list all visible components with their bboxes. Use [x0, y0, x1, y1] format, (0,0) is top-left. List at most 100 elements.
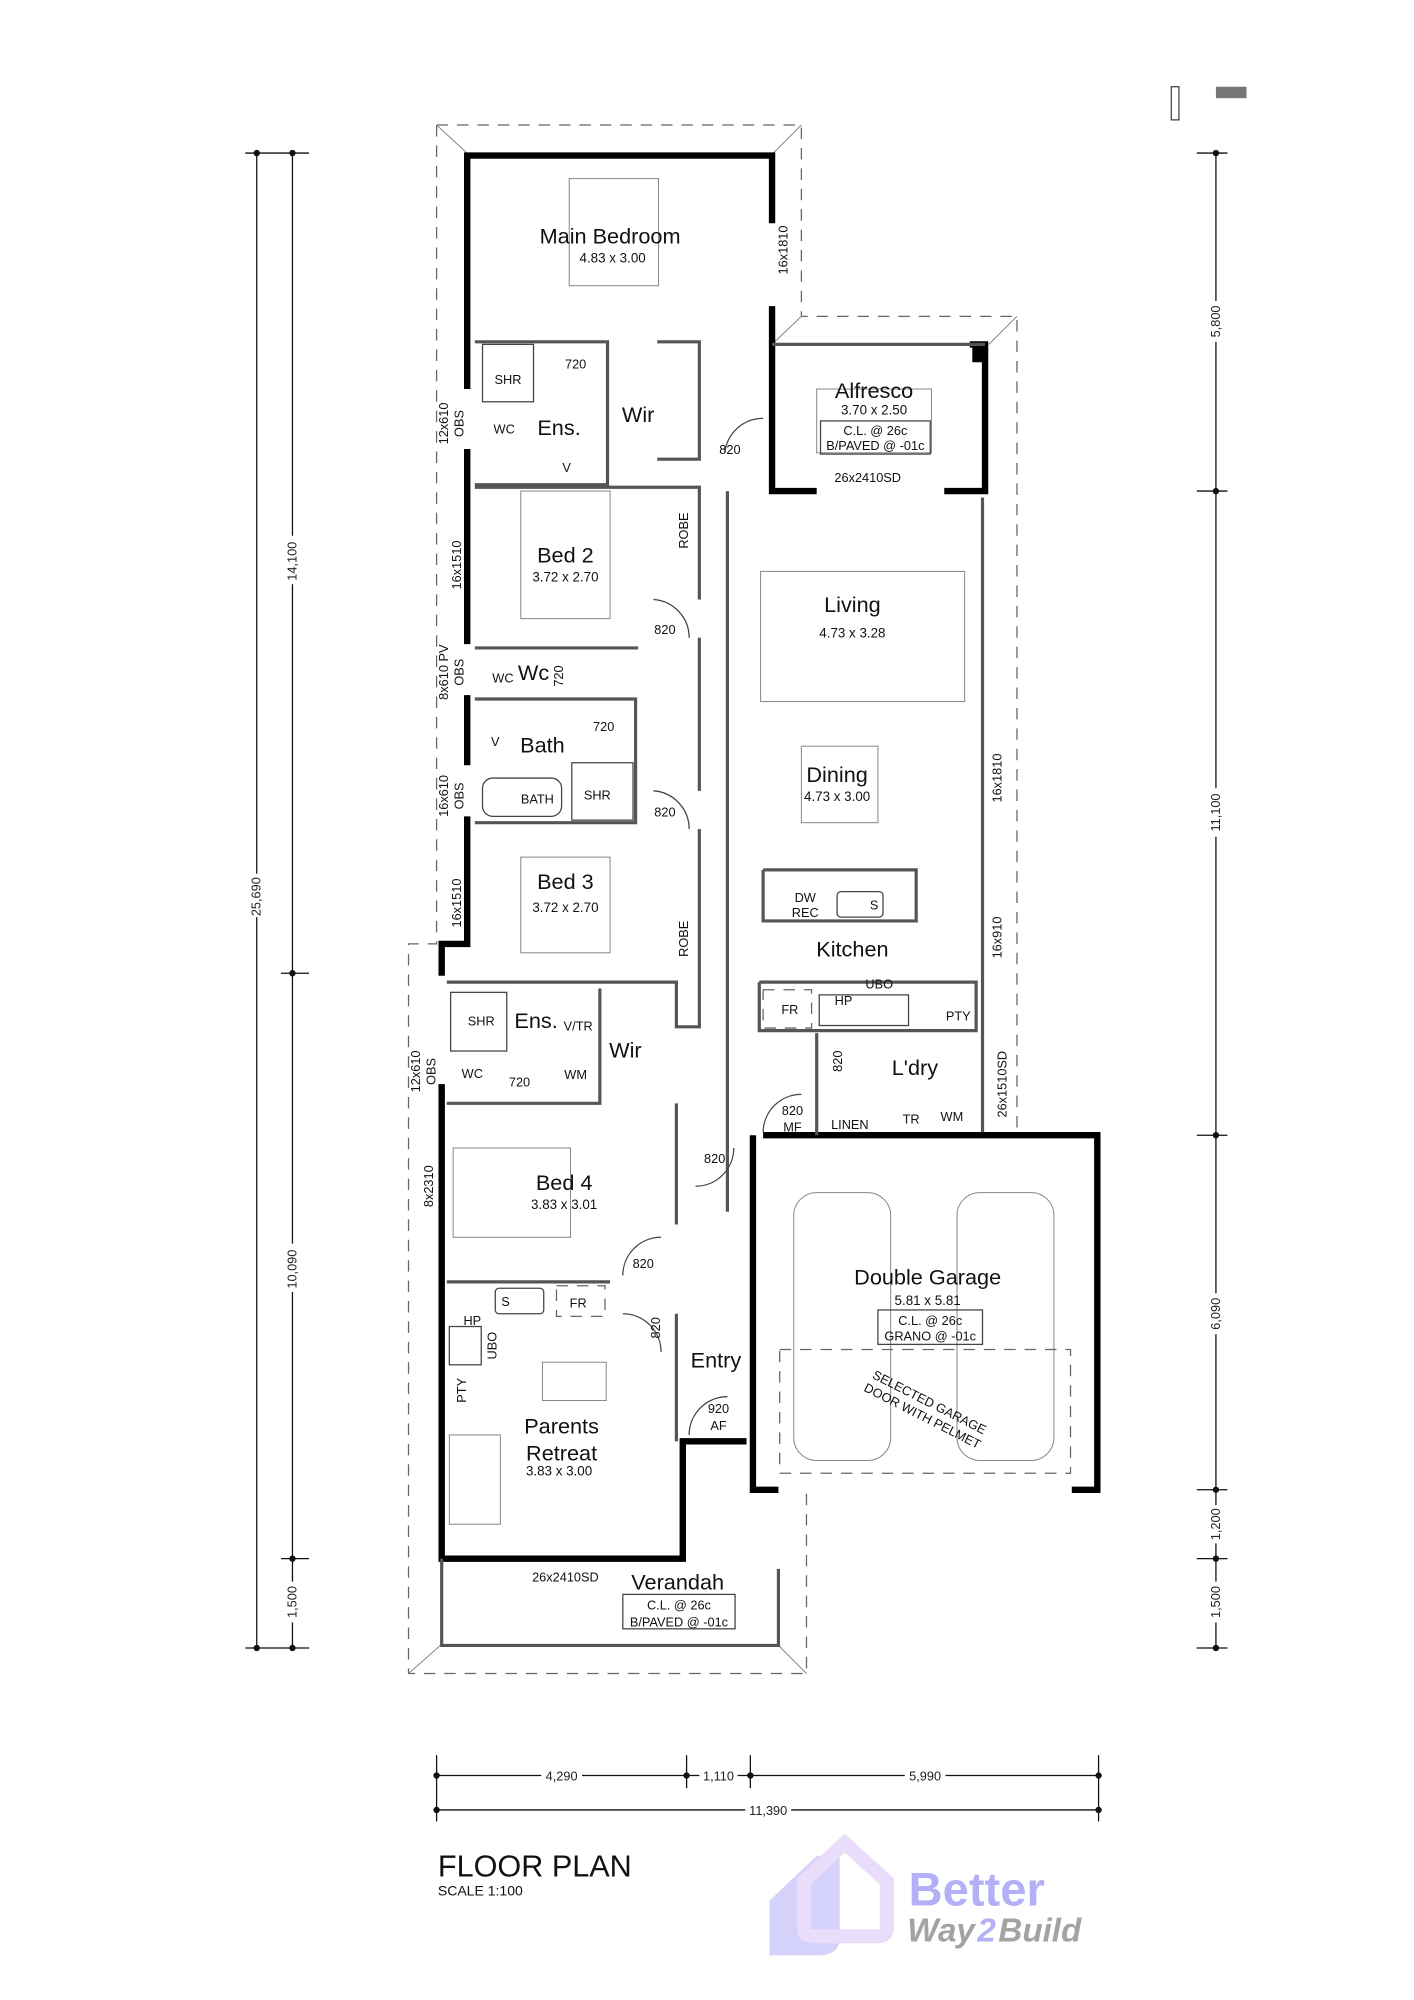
window-label: 16x1810	[990, 754, 1005, 803]
room-label-wir-2: Wir	[609, 1037, 642, 1062]
eave-outline	[407, 124, 1018, 1675]
window-note: OBS	[451, 782, 466, 809]
room-label-ensuite-2: Ens.	[514, 1008, 557, 1033]
bed-icon	[452, 1147, 572, 1238]
window-note: OBS	[451, 410, 466, 437]
door-swing	[653, 598, 690, 638]
window-note: OBS	[451, 659, 466, 686]
window-label: 26x1510SD	[995, 1051, 1010, 1118]
door-swing	[724, 417, 764, 453]
room-size-bed4: 3.83 x 3.01	[531, 1197, 597, 1212]
room-label-bath: Bath	[520, 733, 565, 758]
room-label-parents-retreat: Parents	[524, 1414, 599, 1439]
drawing-title: FLOOR PLAN	[438, 1849, 632, 1883]
door-size: 820	[633, 1256, 654, 1271]
recess-label: REC	[792, 905, 819, 920]
window-label: 16x610	[436, 775, 451, 817]
room-label-wir: Wir	[622, 402, 655, 427]
room-label-laundry: L'dry	[892, 1055, 938, 1080]
level-box	[622, 1593, 736, 1630]
room-size-bed2: 3.72 x 2.70	[532, 570, 598, 585]
door-size: 820	[719, 442, 740, 457]
window-label: 8x610 PV	[436, 644, 451, 700]
dimension-label: 14,100	[284, 542, 299, 581]
linen-label: LINEN	[831, 1117, 869, 1132]
shower-icon	[449, 991, 508, 1052]
room-label-bed2: Bed 2	[537, 543, 594, 568]
room-label-kitchen: Kitchen	[816, 937, 888, 962]
vanity-label: V	[491, 734, 500, 749]
door-note: MF	[783, 1119, 802, 1134]
window-note: OBS	[423, 1058, 438, 1085]
window-label: 16x1810	[775, 226, 790, 275]
cooktop-icon	[448, 1325, 482, 1366]
dimension-label: 4,290	[546, 1769, 578, 1784]
dimension-label: 6,090	[1208, 1298, 1223, 1330]
dimension-label: 11,100	[1208, 793, 1223, 831]
robe-label: ROBE	[676, 921, 691, 957]
drawing-scale: SCALE 1:100	[438, 1882, 523, 1898]
car-icon	[793, 1192, 892, 1461]
dimension-lines-left	[245, 149, 310, 1652]
ceiling-level: C.L. @ 26c	[898, 1313, 963, 1328]
dishwasher-label: DW	[795, 890, 816, 905]
door-note: AF	[710, 1418, 727, 1433]
robe-label: ROBE	[676, 513, 691, 549]
wc-label: WC	[494, 422, 515, 437]
ubo-label: UBO	[865, 977, 893, 992]
room-label-living: Living	[824, 592, 881, 617]
title-block-mark	[1215, 86, 1247, 99]
shower-icon	[571, 762, 634, 821]
floor-level: B/PAVED @ -01c	[826, 438, 925, 453]
bed-icon	[520, 490, 611, 620]
trough-label: TR	[903, 1112, 920, 1127]
dimension-label: 1,500	[1208, 1586, 1223, 1618]
title-block-mark	[1170, 86, 1180, 121]
door-swing	[622, 1236, 662, 1276]
room-label-main-bedroom: Main Bedroom	[540, 224, 681, 249]
window-label: 16x1510	[449, 879, 464, 928]
bed-icon	[568, 178, 660, 287]
level-box	[819, 420, 931, 455]
door-label: 26x2410SD	[834, 470, 901, 485]
room-label-bed4: Bed 4	[536, 1170, 593, 1195]
door-size: 720	[565, 357, 586, 372]
room-label-verandah: Verandah	[631, 1569, 724, 1594]
room-label-dining: Dining	[806, 762, 867, 787]
sink-icon	[836, 890, 884, 918]
garage-door-note: SELECTED GARAGE DOOR WITH PELMET	[862, 1367, 989, 1452]
room-label-wc: Wc	[518, 660, 549, 685]
door-size: 820	[782, 1103, 803, 1118]
floor-level: GRANO @ -01c	[884, 1329, 976, 1344]
door-swing	[622, 1313, 662, 1353]
dimension-label: 1,500	[284, 1586, 299, 1618]
door-size: 820	[704, 1151, 725, 1166]
vanity-label: V/TR	[564, 1019, 593, 1034]
door-swing	[762, 1093, 802, 1133]
dimension-label: 1,110	[703, 1769, 734, 1784]
fridge-label: FR	[570, 1295, 587, 1310]
ceiling-level: C.L. @ 26c	[843, 423, 908, 438]
room-label-ensuite: Ens.	[537, 415, 580, 440]
shower-label: SHR	[495, 372, 522, 387]
window-label: 16x1510	[449, 541, 464, 590]
shower-label: SHR	[468, 1014, 495, 1029]
table-icon	[541, 1361, 607, 1402]
ubo-label: UBO	[485, 1332, 500, 1360]
room-label-bed3: Bed 3	[537, 869, 594, 894]
door-size: 720	[593, 719, 614, 734]
dimension-label: 1,200	[1208, 1508, 1223, 1540]
dimension-label: 5,800	[1208, 305, 1223, 337]
sink-icon	[494, 1287, 545, 1315]
pantry-label: PTY	[454, 1377, 469, 1402]
ceiling-level: C.L. @ 26c	[647, 1598, 712, 1613]
shower-label: SHR	[584, 788, 611, 803]
wc-label: WC	[462, 1066, 483, 1081]
fridge-space	[762, 989, 813, 1029]
sofa-icon	[760, 570, 966, 703]
fridge-space	[555, 1285, 606, 1317]
dimension-overall-length: 25,690	[249, 877, 264, 916]
window-label: 12x610	[436, 403, 451, 445]
room-size-living: 4.73 x 3.28	[819, 626, 885, 641]
svg-text:Better: Better	[909, 1864, 1045, 1917]
